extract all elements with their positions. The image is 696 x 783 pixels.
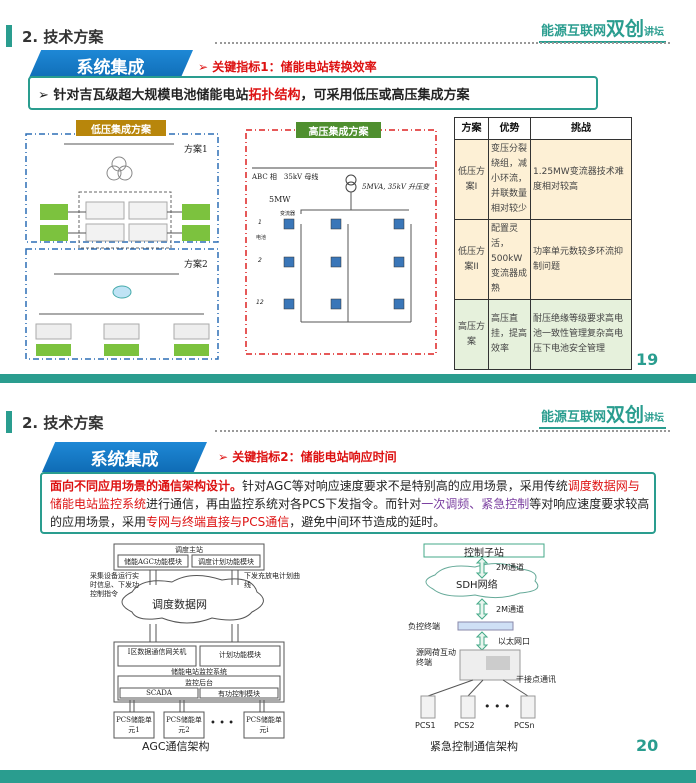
emergency-caption: 紧急控制通信架构 [430, 740, 518, 753]
row-label: 1 [258, 219, 262, 226]
ethernet-port: 以太网口 [498, 637, 530, 646]
logo: 能源互联网双创讲坛 [538, 400, 666, 429]
gateway: I区数据通信网关机 [127, 648, 187, 656]
arrow-icon: ➢ [198, 60, 213, 74]
left-note: 采集设备运行实时信息、下发功控制指令 [90, 572, 139, 598]
logo: 能源互联网双创讲坛 [538, 14, 666, 43]
footer-bar [0, 374, 696, 383]
key-indicator: ➢ 关键指标1：储能电站转换效率 [198, 60, 377, 74]
divider [215, 42, 670, 44]
row-label: 12 [256, 299, 264, 306]
table-header: 优势 [488, 117, 531, 140]
pcs-label: PCS2 [454, 721, 475, 730]
arrow-icon: ➢ [218, 450, 233, 464]
active-control: 有功控制模块 [218, 690, 260, 698]
interaction-terminal: 源网荷互动终端 [416, 648, 456, 667]
pcs-unit: PCS储能单元1 [116, 716, 152, 734]
high-voltage-diagram: 高压集成方案 ABC 相 35kV 母线 5MVA, 35kV 升压变 5MW … [244, 122, 438, 356]
key-indicator: ➢ 关键指标2：储能电站响应时间 [218, 450, 397, 464]
scada: SCADA [146, 689, 172, 697]
paragraph-box: 面向不同应用场景的通信架构设计。针对AGC等对响应速度要求不是特别高的应用场景，… [40, 472, 656, 534]
table-row: 高压方案高压直挂，提高效率耐压绝缘等级要求高电池一致性管理复杂高电压下电池安全管… [454, 299, 632, 370]
plan-module: 调度计划功能模块 [198, 558, 254, 566]
tab-system-integration: 系统集成 [28, 50, 193, 80]
monitor-backend: 监控后台 [185, 679, 213, 687]
table-header: 方案 [454, 117, 489, 140]
channel-label: 2M通道 [496, 605, 524, 614]
sdh-network: SDH网络 [456, 580, 498, 591]
footer-bar [0, 770, 696, 783]
section-marker [6, 25, 12, 47]
low-voltage-schematic [25, 133, 219, 360]
load-terminal: 负控终端 [408, 622, 440, 631]
slide-19: 2. 技术方案 能源互联网双创讲坛 系统集成 ➢ 关键指标1：储能电站转换效率 … [0, 0, 696, 386]
high-voltage-title: 高压集成方案 [296, 122, 381, 138]
section-title: 2. 技术方案 [22, 28, 104, 46]
transformer-label: 5MVA, 35kV 升压变 [362, 183, 430, 191]
agc-module: 储能AGC功能模块 [123, 558, 182, 566]
section-marker [6, 411, 12, 433]
control-substation: 控制子站 [464, 548, 504, 559]
slide-20: 2. 技术方案 能源互联网双创讲坛 系统集成 ➢ 关键指标2：储能电站响应时间 … [0, 396, 696, 783]
pcs-unit: PCS储能单元i [246, 716, 282, 734]
scheme2-label: 方案2 [184, 260, 208, 270]
low-voltage-title: 低压集成方案 [76, 120, 166, 136]
pcs-label: PCSn [514, 721, 535, 730]
divider [215, 430, 670, 432]
statement: ➢ 针对吉瓦级超大规模电池储能电站拓扑结构，可采用低压或高压集成方案 [38, 88, 470, 103]
row-label: 2 [258, 257, 262, 264]
channel-label: 2M通道 [496, 563, 524, 572]
emergency-schematic [420, 543, 545, 719]
paragraph: 面向不同应用场景的通信架构设计。针对AGC等对响应速度要求不是特别高的应用场景，… [50, 479, 650, 529]
dispatch-network: 调度数据网 [152, 598, 207, 611]
agc-caption: AGC通信架构 [142, 740, 210, 753]
ellipsis: • • • [210, 718, 235, 729]
high-voltage-schematic [245, 129, 437, 355]
table-header: 挑战 [530, 117, 632, 140]
right-note: 下发充放电计划曲线 [244, 572, 300, 589]
battery-label: 电池 [256, 235, 267, 241]
bus-label: ABC 相 35kV 母线 [252, 173, 319, 181]
page-number: 19 [636, 350, 659, 369]
converter-label: 变流器 [280, 211, 296, 217]
statement-box: ➢ 针对吉瓦级超大规模电池储能电站拓扑结构，可采用低压或高压集成方案 [28, 76, 598, 110]
monitor-system: 储能电站监控系统 [171, 668, 227, 676]
pcs-label: PCS1 [415, 721, 436, 730]
agc-schematic [113, 543, 285, 739]
section-title: 2. 技术方案 [22, 414, 104, 432]
agc-diagram: 调度主站 储能AGC功能模块 调度计划功能模块 采集设备运行实时信息、下发功控制… [90, 542, 310, 742]
dry-contact: 干接点通讯 [516, 675, 556, 684]
page-number: 20 [636, 736, 659, 755]
emergency-diagram: 控制子站 2M通道 SDH网络 2M通道 负控终端 以太网口 源网荷互动终端 干… [388, 542, 578, 742]
ellipsis: • • • [484, 700, 511, 713]
master-station: 调度主站 [175, 546, 203, 554]
pcs-unit: PCS储能单元2 [166, 716, 202, 734]
low-voltage-diagram: 低压集成方案 方案1 方案2 [24, 120, 220, 362]
tab-system-integration: 系统集成 [42, 442, 207, 472]
plan-function: 计划功能模块 [219, 651, 261, 659]
power-label: 5MW [269, 195, 291, 204]
scheme1-label: 方案1 [184, 145, 208, 155]
arrow-icon: ➢ [38, 88, 54, 103]
